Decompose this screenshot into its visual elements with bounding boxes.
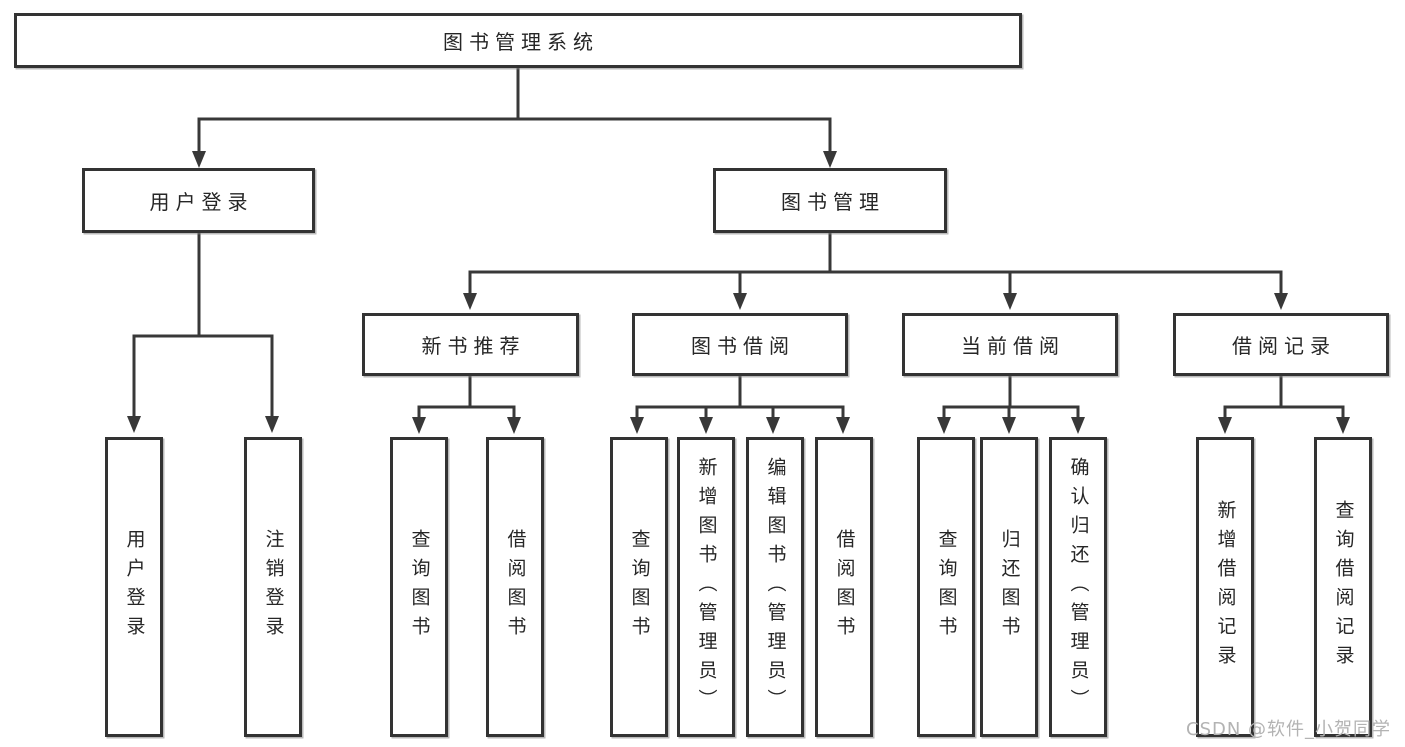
leaf-label: 确认归还（管理员） (1067, 456, 1090, 718)
leaf-label: 查询图书 (628, 529, 651, 645)
watermark: CSDN @软件_小贺同学 (1186, 719, 1392, 740)
leaf-borrow-books-recommend: 借阅图书 (486, 437, 544, 737)
leaf-logout: 注销登录 (244, 437, 302, 737)
leaf-query-borrow-record: 查询借阅记录 (1314, 437, 1372, 737)
leaf-label: 用户登录 (123, 529, 146, 645)
leaf-borrow-books: 借阅图书 (815, 437, 873, 737)
leaf-label: 查询借阅记录 (1332, 500, 1355, 674)
leaf-label: 借阅图书 (833, 529, 856, 645)
node-borrow-record: 借阅记录 (1173, 313, 1389, 376)
leaf-label: 新增借阅记录 (1214, 500, 1237, 674)
node-user-login-module: 用户登录 (82, 168, 315, 233)
leaf-edit-books-admin: 编辑图书（管理员） (746, 437, 804, 737)
leaf-user-login: 用户登录 (105, 437, 163, 737)
node-book-management: 图书管理 (713, 168, 947, 233)
leaf-label: 归还图书 (998, 529, 1021, 645)
leaf-query-books-recommend: 查询图书 (390, 437, 448, 737)
node-root: 图书管理系统 (14, 13, 1022, 68)
leaf-label: 借阅图书 (504, 529, 527, 645)
leaf-return-books: 归还图书 (980, 437, 1038, 737)
leaf-label: 查询图书 (935, 529, 958, 645)
node-book-borrow: 图书借阅 (632, 313, 848, 376)
leaf-label: 新增图书（管理员） (695, 456, 718, 718)
leaf-query-books-borrow: 查询图书 (610, 437, 668, 737)
node-new-book-recommend: 新书推荐 (362, 313, 579, 376)
leaf-add-borrow-record: 新增借阅记录 (1196, 437, 1254, 737)
node-current-borrow: 当前借阅 (902, 313, 1118, 376)
leaf-confirm-return-admin: 确认归还（管理员） (1049, 437, 1107, 737)
leaf-label: 注销登录 (262, 529, 285, 645)
leaf-add-books-admin: 新增图书（管理员） (677, 437, 735, 737)
leaf-label: 查询图书 (408, 529, 431, 645)
leaf-label: 编辑图书（管理员） (764, 456, 787, 718)
leaf-query-books-current: 查询图书 (917, 437, 975, 737)
